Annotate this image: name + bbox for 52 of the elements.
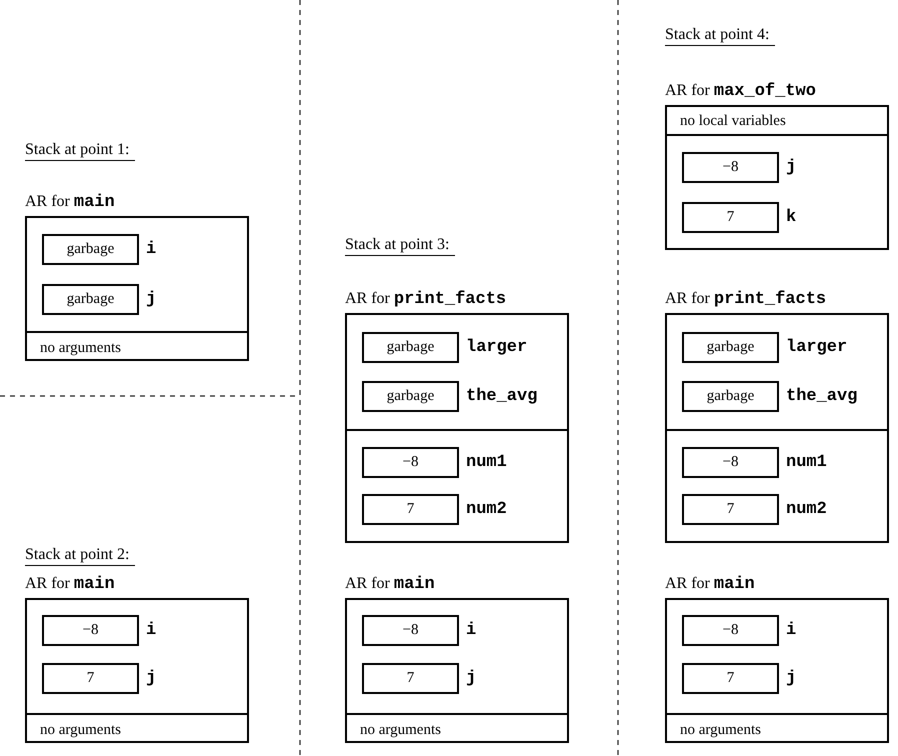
section-band: no arguments [27, 331, 247, 363]
variable-name: k [786, 207, 796, 229]
stack-heading: Stack at point 3: [345, 235, 456, 256]
value-box: 7 [682, 663, 779, 694]
stack-heading: Stack at point 1: [25, 140, 136, 161]
value-box: −8 [682, 615, 779, 646]
record-heading: AR for main [345, 574, 435, 595]
variable-name: j [786, 157, 796, 179]
value-box: 7 [362, 494, 459, 525]
record-heading: AR for main [25, 574, 115, 595]
value-box: −8 [682, 447, 779, 478]
variable-name: the_avg [466, 386, 538, 408]
value-box: garbage [682, 332, 779, 363]
section-band: no local variables [667, 107, 887, 136]
variable-name: i [146, 620, 156, 642]
value-box: −8 [362, 447, 459, 478]
value-box: garbage [362, 332, 459, 363]
variable-name: num1 [786, 452, 827, 474]
record-heading: AR for main [25, 192, 115, 213]
variable-name: num1 [466, 452, 507, 474]
value-box: −8 [362, 615, 459, 646]
section-band: no arguments [347, 713, 567, 745]
record-heading: AR for print_facts [345, 289, 506, 310]
variable-name: larger [786, 337, 848, 359]
value-box: −8 [682, 152, 779, 183]
variable-name: num2 [786, 499, 827, 521]
value-box: garbage [42, 234, 139, 265]
record-heading: AR for max_of_two [665, 81, 816, 102]
value-box: garbage [42, 284, 139, 315]
variable-name: j [466, 668, 476, 690]
value-box: 7 [682, 494, 779, 525]
variable-name: j [146, 289, 156, 311]
value-box: −8 [42, 615, 139, 646]
value-box: 7 [682, 202, 779, 233]
variable-name: i [146, 239, 156, 261]
section-band: no arguments [27, 713, 247, 745]
value-box: garbage [362, 381, 459, 412]
record-heading: AR for print_facts [665, 289, 826, 310]
value-box: 7 [42, 663, 139, 694]
variable-name: num2 [466, 499, 507, 521]
variable-name: j [146, 668, 156, 690]
variable-name: i [786, 620, 796, 642]
value-box: 7 [362, 663, 459, 694]
value-box: garbage [682, 381, 779, 412]
variable-name: i [466, 620, 476, 642]
variable-name: j [786, 668, 796, 690]
section-band: no arguments [667, 713, 887, 745]
stack-heading: Stack at point 2: [25, 545, 136, 566]
record-heading: AR for main [665, 574, 755, 595]
variable-name: the_avg [786, 386, 858, 408]
variable-name: larger [466, 337, 528, 359]
stack-heading: Stack at point 4: [665, 25, 776, 46]
